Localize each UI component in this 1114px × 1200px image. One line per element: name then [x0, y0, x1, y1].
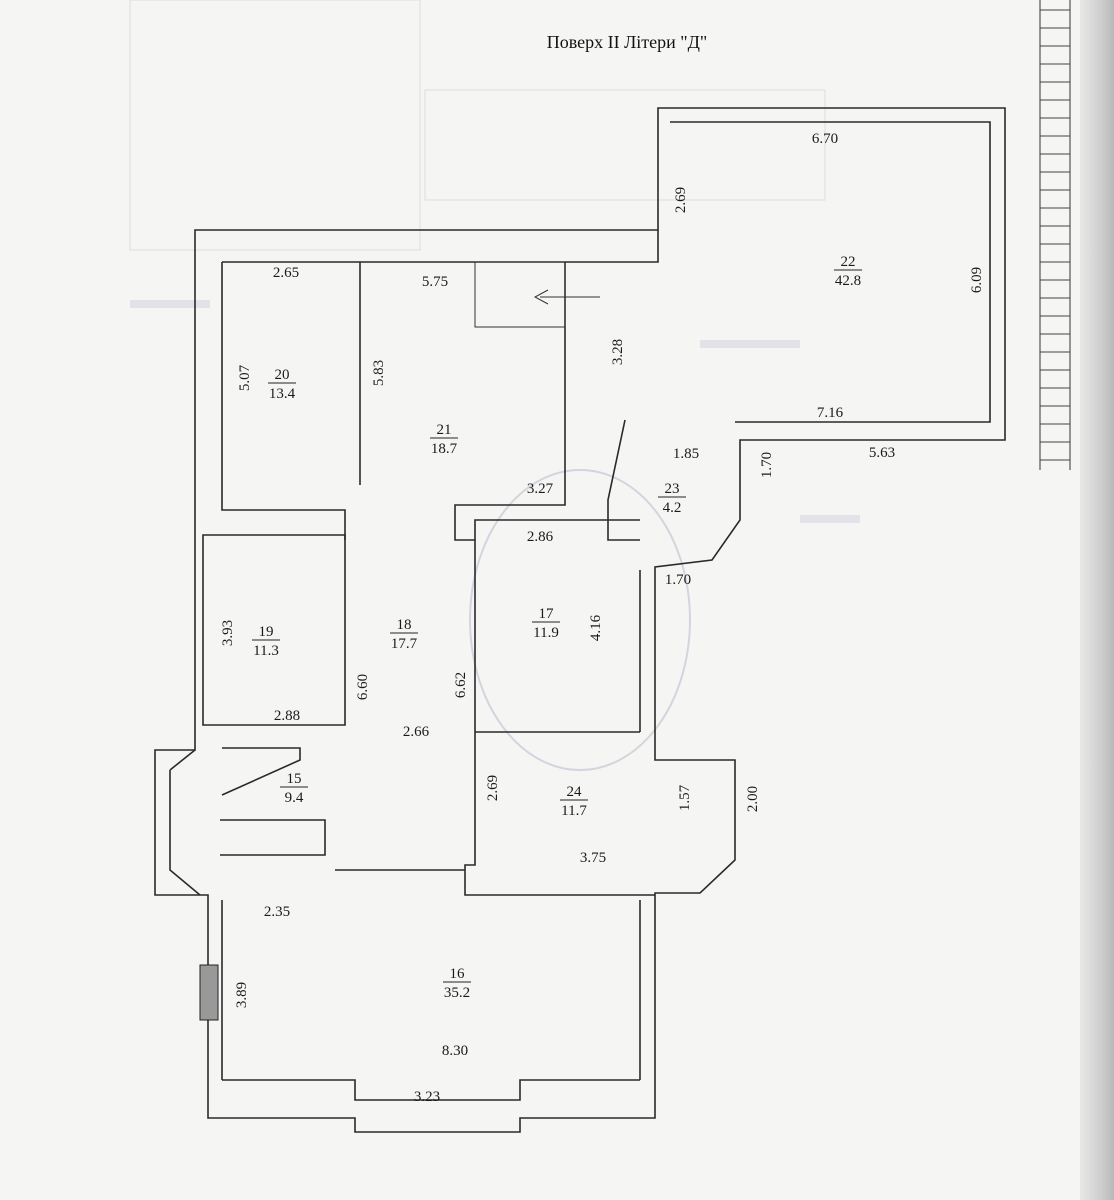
room-area: 13.4 [269, 386, 296, 402]
room-area: 11.7 [561, 803, 587, 819]
dimension-label: 6.09 [969, 267, 985, 293]
room-label: 234.2 [658, 481, 686, 516]
room-area: 4.2 [663, 500, 682, 516]
room-number: 23 [665, 481, 680, 497]
dimension-label: 6.62 [453, 672, 469, 698]
room-number: 16 [450, 966, 466, 982]
room-number: 22 [841, 254, 856, 270]
room-number: 20 [275, 367, 290, 383]
dimension-label: 5.83 [371, 360, 387, 386]
dimension-label: 1.70 [759, 452, 775, 478]
dimension-label: 2.00 [745, 786, 761, 812]
dimension-label: 2.66 [403, 724, 430, 740]
room-area: 17.7 [391, 636, 418, 652]
room-area: 9.4 [285, 790, 304, 806]
room-area: 35.2 [444, 985, 470, 1001]
dimension-label: 4.16 [588, 614, 604, 641]
room-area: 11.3 [253, 643, 279, 659]
right-stair-hatching [1039, 0, 1071, 470]
dimension-label: 2.65 [273, 265, 299, 281]
walls [154, 107, 1006, 1133]
room-label: 16 35.2 [443, 966, 471, 1001]
dimension-label: 1.57 [677, 784, 693, 811]
room-number: 17 [539, 606, 555, 622]
dimension-label: 5.07 [237, 364, 253, 391]
dimension-label: 6.60 [355, 674, 371, 700]
dimension-label: 7.16 [817, 405, 844, 421]
room-number: 24 [567, 784, 583, 800]
dimension-label: 1.85 [673, 446, 699, 462]
room-number: 21 [437, 422, 452, 438]
dimension-label: 2.69 [485, 775, 501, 801]
dimension-label: 3.89 [234, 982, 250, 1008]
floor-title: Поверх II Літери "Д" [547, 32, 708, 52]
room-label: 24 11.7 [560, 784, 588, 819]
room-area: 18.7 [431, 441, 458, 457]
dimension-label: 3.27 [527, 481, 554, 497]
dimension-label: 5.75 [422, 274, 448, 290]
ghost-mark [800, 515, 860, 523]
room-number: 19 [259, 624, 274, 640]
room-area: 11.9 [533, 625, 559, 641]
room-label: 21 18.7 [430, 422, 458, 457]
dimension-label: 2.69 [673, 187, 689, 213]
page-edge-shadow [1080, 0, 1114, 1200]
dimension-label: 2.86 [527, 529, 554, 545]
dimension-label: 3.23 [414, 1089, 440, 1105]
dimension-label: 2.88 [274, 708, 300, 724]
room-label: 19 11.3 [252, 624, 280, 659]
dimension-label: 3.28 [610, 339, 626, 365]
dimension-label: 5.63 [869, 445, 895, 461]
dimension-label: 6.70 [812, 131, 838, 147]
room-label: 22 42.8 [834, 254, 862, 289]
dimension-label: 1.70 [665, 572, 691, 588]
bleed-through-marks [129, 0, 860, 771]
dimension-label: 3.75 [580, 850, 606, 866]
room-label: 159.4 [280, 771, 308, 806]
room-label: 20 13.4 [268, 367, 296, 402]
room-label: 18 17.7 [390, 617, 418, 652]
room-area: 42.8 [835, 273, 861, 289]
room-number: 15 [287, 771, 302, 787]
ghost-mark [700, 340, 800, 348]
room-number: 18 [397, 617, 412, 633]
room-label: 17 11.9 [532, 606, 560, 641]
ghost-mark [130, 300, 210, 308]
dimension-label: 8.30 [442, 1043, 468, 1059]
dimension-label: 3.93 [220, 620, 236, 646]
dimension-label: 2.35 [264, 904, 290, 920]
